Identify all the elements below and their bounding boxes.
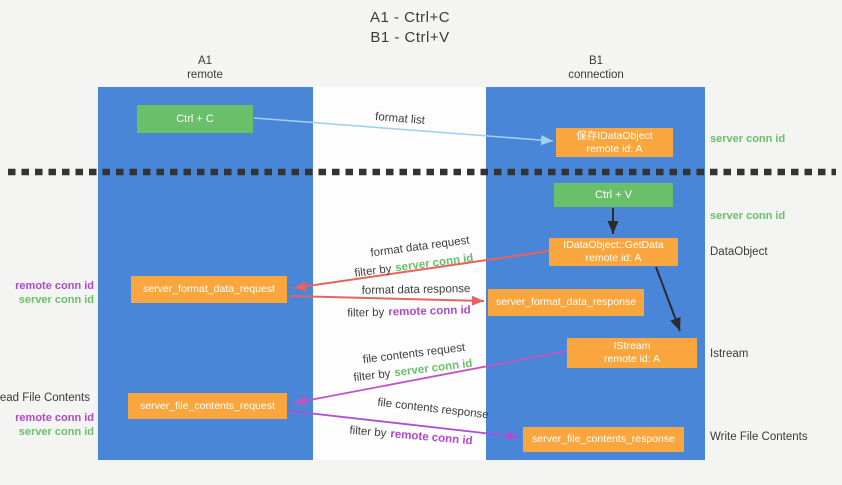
save-idataobject-line2: remote id: A bbox=[586, 142, 643, 155]
server-conn-id-right-top-label: server conn id bbox=[710, 133, 786, 145]
dataobject-label: DataObject bbox=[710, 246, 768, 258]
lane-a1-name: A1 bbox=[197, 55, 213, 67]
lane-b1-name: B1 bbox=[588, 55, 604, 67]
remote-conn-id-label: remote conn id bbox=[15, 280, 94, 292]
remote-conn-id-text: remote conn id bbox=[388, 304, 471, 319]
server-conn-id-right-mid-label: server conn id bbox=[710, 210, 786, 222]
server-conn-id-label: server conn id bbox=[18, 426, 94, 438]
ctrl-c-box: Ctrl + C bbox=[137, 105, 253, 133]
filter-by-text: filter by bbox=[347, 306, 385, 320]
ctrl-c-label: Ctrl + C bbox=[176, 113, 214, 125]
server-format-data-response-box: server_format_data_response bbox=[488, 289, 644, 316]
istream-line2: remote id: A bbox=[603, 353, 661, 365]
server-file-contents-response-label: server_file_contents_response bbox=[531, 433, 675, 445]
idataobject-getdata-line2: remote id: A bbox=[585, 252, 642, 264]
server-file-contents-request-box: server_file_contents_request bbox=[128, 393, 287, 419]
ctrl-v-label: Ctrl + V bbox=[595, 189, 632, 201]
server-format-data-request-label: server_format_data_request bbox=[143, 283, 275, 295]
save-idataobject-line1: 保存IDataObject bbox=[576, 129, 653, 142]
save-idataobject-box: 保存IDataObject remote id: A bbox=[556, 128, 673, 157]
istream-box: IStream remote id: A bbox=[567, 338, 697, 368]
lane-a1-subtitle: remote bbox=[187, 68, 223, 81]
left-conn-id-group-bottom: remote conn id server conn id bbox=[15, 411, 94, 439]
left-conn-id-group-top: remote conn id server conn id bbox=[15, 279, 94, 307]
istream-line1: IStream bbox=[613, 340, 651, 352]
server-file-contents-response-box: server_file_contents_response bbox=[523, 427, 684, 452]
title-line-2: B1 - Ctrl+V bbox=[370, 29, 450, 46]
write-file-contents-label: Write File Contents bbox=[710, 431, 808, 443]
title-line-1: A1 - Ctrl+C bbox=[369, 9, 451, 26]
server-file-contents-request-label: server_file_contents_request bbox=[140, 399, 275, 412]
format-data-response-label: format data response bbox=[361, 283, 471, 297]
server-format-data-response-label: server_format_data_response bbox=[495, 296, 637, 308]
ctrl-v-box: Ctrl + V bbox=[554, 183, 673, 207]
lane-header-a1: A1 remote bbox=[187, 55, 223, 82]
read-file-contents-label: Read File Contents bbox=[0, 392, 90, 404]
server-conn-id-label: server conn id bbox=[18, 294, 94, 306]
diagram-title: A1 - Ctrl+C B1 - Ctrl+V bbox=[370, 8, 450, 48]
idataobject-getdata-box: IDataObject::GetData remote id: A bbox=[549, 238, 678, 266]
server-format-data-request-box: server_format_data_request bbox=[131, 276, 287, 303]
remote-conn-id-label: remote conn id bbox=[15, 412, 94, 424]
idataobject-getdata-line1: IDataObject::GetData bbox=[563, 239, 664, 251]
istream-side-label: Istream bbox=[710, 348, 749, 360]
lane-header-b1: B1 connection bbox=[568, 55, 624, 82]
lane-b1-subtitle: connection bbox=[568, 68, 624, 81]
